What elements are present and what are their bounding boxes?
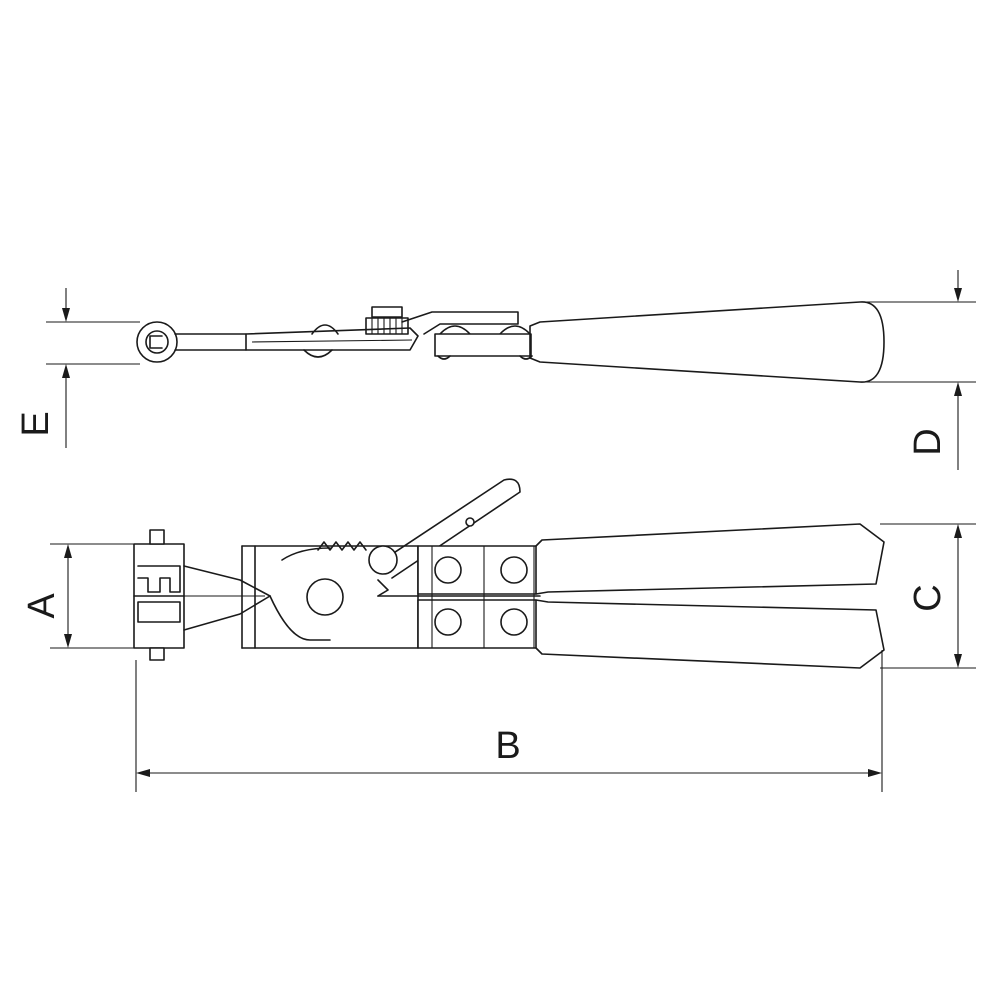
side-view-ring-inner — [145, 330, 169, 354]
dimension-label-a: A — [21, 593, 63, 619]
dimension-label-b: B — [495, 725, 520, 767]
side-view-neck — [174, 333, 247, 351]
dimension-label-d: D — [907, 428, 949, 455]
side-view-lock-cap — [371, 306, 403, 318]
plan-view-rivet-plate-upper — [417, 545, 537, 595]
plan-view-upper-handle — [535, 523, 885, 595]
plan-view — [133, 478, 885, 669]
rivet — [500, 556, 528, 584]
plan-view-nose — [183, 565, 271, 631]
side-view — [136, 301, 885, 383]
dimension-label-c: C — [907, 584, 949, 611]
plan-view-lever-pivot — [368, 545, 398, 575]
dimension-label-e: E — [15, 411, 57, 436]
side-view-handle — [529, 301, 885, 383]
plan-view-pivot — [306, 578, 344, 616]
side-view-spring — [365, 317, 409, 335]
side-view-shank — [245, 327, 419, 351]
side-view-lever — [401, 311, 519, 335]
rivet — [434, 608, 462, 636]
plan-view-head-screw-top — [149, 529, 165, 545]
plan-view-body — [241, 545, 419, 649]
side-view-hinge — [434, 333, 532, 357]
dimension-lines — [46, 270, 976, 792]
rivet — [434, 556, 462, 584]
plan-view-head-screw-bottom — [149, 647, 165, 661]
plan-view-ratchet — [317, 541, 367, 551]
side-view-ring-outer — [136, 321, 178, 363]
plan-view-lock-lever — [373, 478, 521, 579]
plan-view-rivet-plate-lower — [417, 599, 537, 649]
plan-view-lower-handle — [535, 599, 885, 669]
rivet — [500, 608, 528, 636]
